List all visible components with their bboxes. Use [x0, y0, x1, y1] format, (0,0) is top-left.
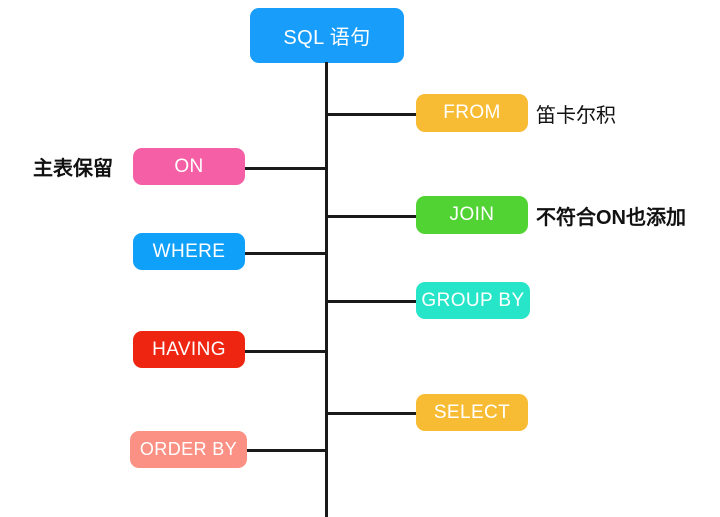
node-label: SELECT: [433, 401, 511, 423]
node-having[interactable]: HAVING: [133, 331, 245, 368]
node-label: FROM: [443, 102, 501, 123]
node-sql-statement[interactable]: SQL 语句: [250, 8, 404, 63]
annotation-on: 主表保留: [33, 158, 113, 180]
annotation-from: 笛卡尔积: [536, 104, 616, 127]
branch-line-join: [325, 215, 416, 218]
node-label: HAVING: [152, 338, 226, 360]
node-select[interactable]: SELECT: [416, 394, 528, 431]
node-label: WHERE: [152, 240, 226, 262]
node-where[interactable]: WHERE: [133, 233, 245, 270]
annotation-join: 不符合ON也添加: [536, 206, 686, 229]
node-label: SQL 语句: [283, 27, 371, 49]
node-order-by[interactable]: ORDER BY: [130, 431, 247, 468]
branch-line-where: [245, 252, 328, 255]
branch-line-select: [325, 412, 416, 415]
vertical-spine: [325, 62, 328, 517]
node-from[interactable]: FROM: [416, 94, 528, 132]
node-label: JOIN: [449, 204, 495, 225]
node-label: GROUP BY: [421, 289, 525, 311]
branch-line-on: [245, 167, 328, 170]
branch-line-order-by: [247, 449, 328, 452]
node-label: ORDER BY: [139, 439, 238, 459]
branch-line-having: [245, 350, 328, 353]
branch-line-group-by: [325, 300, 416, 303]
node-label: ON: [174, 155, 204, 177]
node-join[interactable]: JOIN: [416, 196, 528, 234]
branch-line-from: [325, 113, 416, 116]
node-on[interactable]: ON: [133, 148, 245, 185]
node-group-by[interactable]: GROUP BY: [416, 282, 530, 319]
